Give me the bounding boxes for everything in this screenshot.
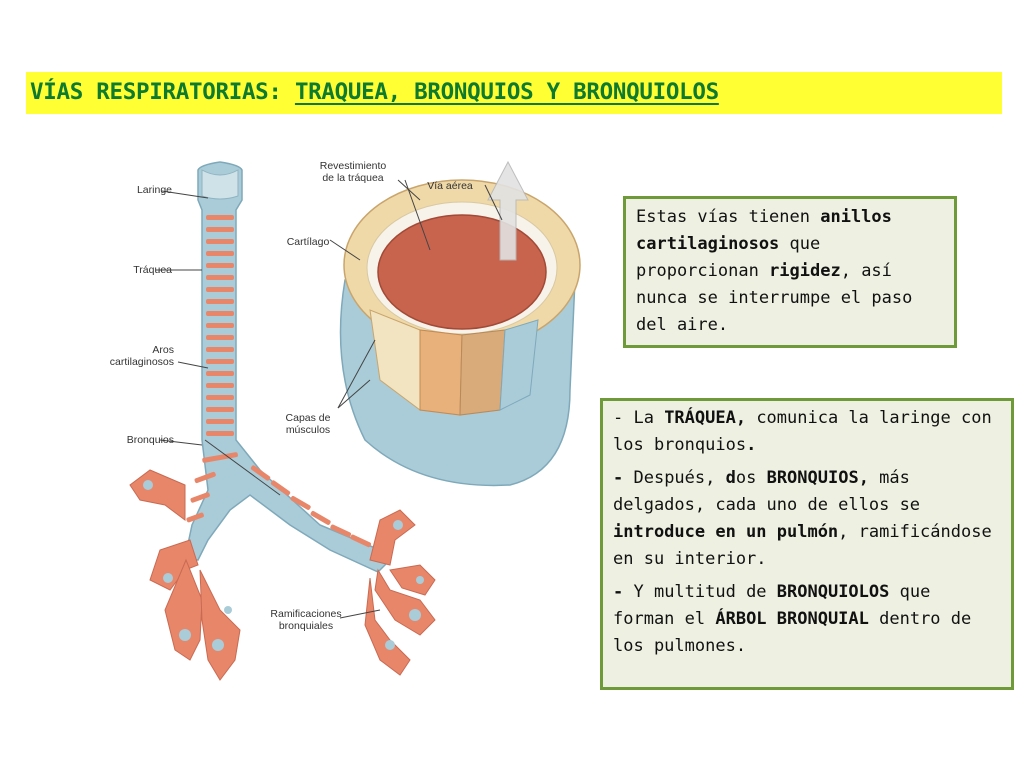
p3-text-2: que forman el bbox=[613, 582, 931, 629]
p1-bold-period: . bbox=[746, 435, 757, 455]
left-bronchial-branches bbox=[129, 469, 241, 681]
airways-info-box: - La TRÁQUEA, comunica la laringe con lo… bbox=[600, 398, 1014, 690]
p1-text-2: comunica la laringe con los bronquios bbox=[613, 408, 992, 455]
p2-bold-dash: - bbox=[613, 468, 624, 488]
box1-text-3: , así nunca se interrumpe el paso del ai… bbox=[636, 261, 913, 335]
label-ramificaciones-line2: bronquiales bbox=[278, 620, 334, 632]
cartilage-info-box: Estas vías tienen anillos cartilaginosos… bbox=[623, 196, 957, 348]
p2-text-3: más delgados, cada uno de ellos se bbox=[613, 468, 921, 515]
traquea-paragraph: - La TRÁQUEA, comunica la laringe con lo… bbox=[613, 405, 1001, 459]
label-capas-musculos: Capas de músculos bbox=[278, 412, 338, 436]
label-ramificaciones-line1: Ramificaciones bbox=[270, 608, 342, 620]
p2-bold-pulmon: introduce en un pulmón bbox=[613, 522, 839, 542]
label-revestimiento-line2: de la tráquea bbox=[322, 172, 384, 184]
p2-text-4: , ramificándose en su interior. bbox=[613, 522, 992, 569]
title-subtitle: TRAQUEA, BRONQUIOS Y BRONQUIOLOS bbox=[294, 79, 719, 105]
p3-text-1: Y multitud de bbox=[623, 582, 777, 602]
label-aros-cartilaginosos: Aros cartilaginosos bbox=[86, 344, 174, 368]
p2-text-1: Después, bbox=[623, 468, 726, 488]
trachea-cross-section bbox=[339, 160, 581, 487]
trachea-tube bbox=[184, 161, 392, 573]
label-via-aerea: Vía aérea bbox=[427, 180, 473, 192]
page-title: VÍAS RESPIRATORIAS: TRAQUEA, BRONQUIOS Y… bbox=[30, 79, 719, 105]
title-highlight bbox=[26, 72, 1002, 114]
box1-text-2: que proporcionan bbox=[636, 234, 821, 281]
label-aros-line2: cartilaginosos bbox=[109, 356, 174, 368]
respiratory-diagram: Laringe Tráquea Aros cartilaginosos Bron… bbox=[90, 140, 600, 720]
right-bronchial-branches bbox=[364, 509, 436, 676]
p3-bold-bronquiolos: BRONQUIOLOS bbox=[776, 582, 890, 602]
p3-text-3: dentro de los pulmones. bbox=[613, 609, 972, 656]
label-revestimiento-line1: Revestimiento bbox=[319, 160, 387, 172]
leader-lines bbox=[156, 179, 503, 619]
box1-text-1: Estas vías tienen bbox=[636, 207, 821, 227]
p2-text-2: os bbox=[735, 468, 767, 488]
label-capas-line1: Capas de bbox=[285, 412, 331, 424]
cartilage-rings bbox=[186, 215, 372, 548]
label-laringe: Laringe bbox=[136, 184, 172, 196]
label-ramificaciones: Ramificaciones bronquiales bbox=[260, 608, 352, 632]
label-cartilago: Cartílago bbox=[286, 236, 330, 248]
label-revestimiento: Revestimiento de la tráquea bbox=[308, 160, 398, 184]
label-aros-line1: Aros bbox=[152, 344, 174, 356]
title-main: VÍAS RESPIRATORIAS: bbox=[30, 79, 282, 105]
cartilage-info-text: Estas vías tienen anillos cartilaginosos… bbox=[636, 204, 944, 339]
label-bronquios: Bronquios bbox=[126, 434, 174, 446]
p2-bold-d: d bbox=[725, 468, 736, 488]
label-traquea: Tráquea bbox=[133, 264, 172, 276]
p1-bold-traquea: TRÁQUEA, bbox=[664, 408, 747, 428]
trachea-illustration bbox=[129, 160, 581, 681]
p3-bold-arbol: ÁRBOL BRONQUIAL bbox=[715, 609, 869, 629]
label-capas-line2: músculos bbox=[285, 424, 331, 436]
bronquios-paragraph: - Después, dos BRONQUIOS, más delgados, … bbox=[613, 465, 1001, 573]
box1-bold-rigidez: rigidez bbox=[769, 261, 841, 281]
p1-text-1: - La bbox=[613, 408, 665, 428]
box1-bold-anillos: anillos cartilaginosos bbox=[636, 207, 892, 254]
p2-bold-bronquios: BRONQUIOS, bbox=[766, 468, 869, 488]
bronquiolos-paragraph: - Y multitud de BRONQUIOLOS que forman e… bbox=[613, 579, 1001, 660]
p3-bold-dash: - bbox=[613, 582, 624, 602]
